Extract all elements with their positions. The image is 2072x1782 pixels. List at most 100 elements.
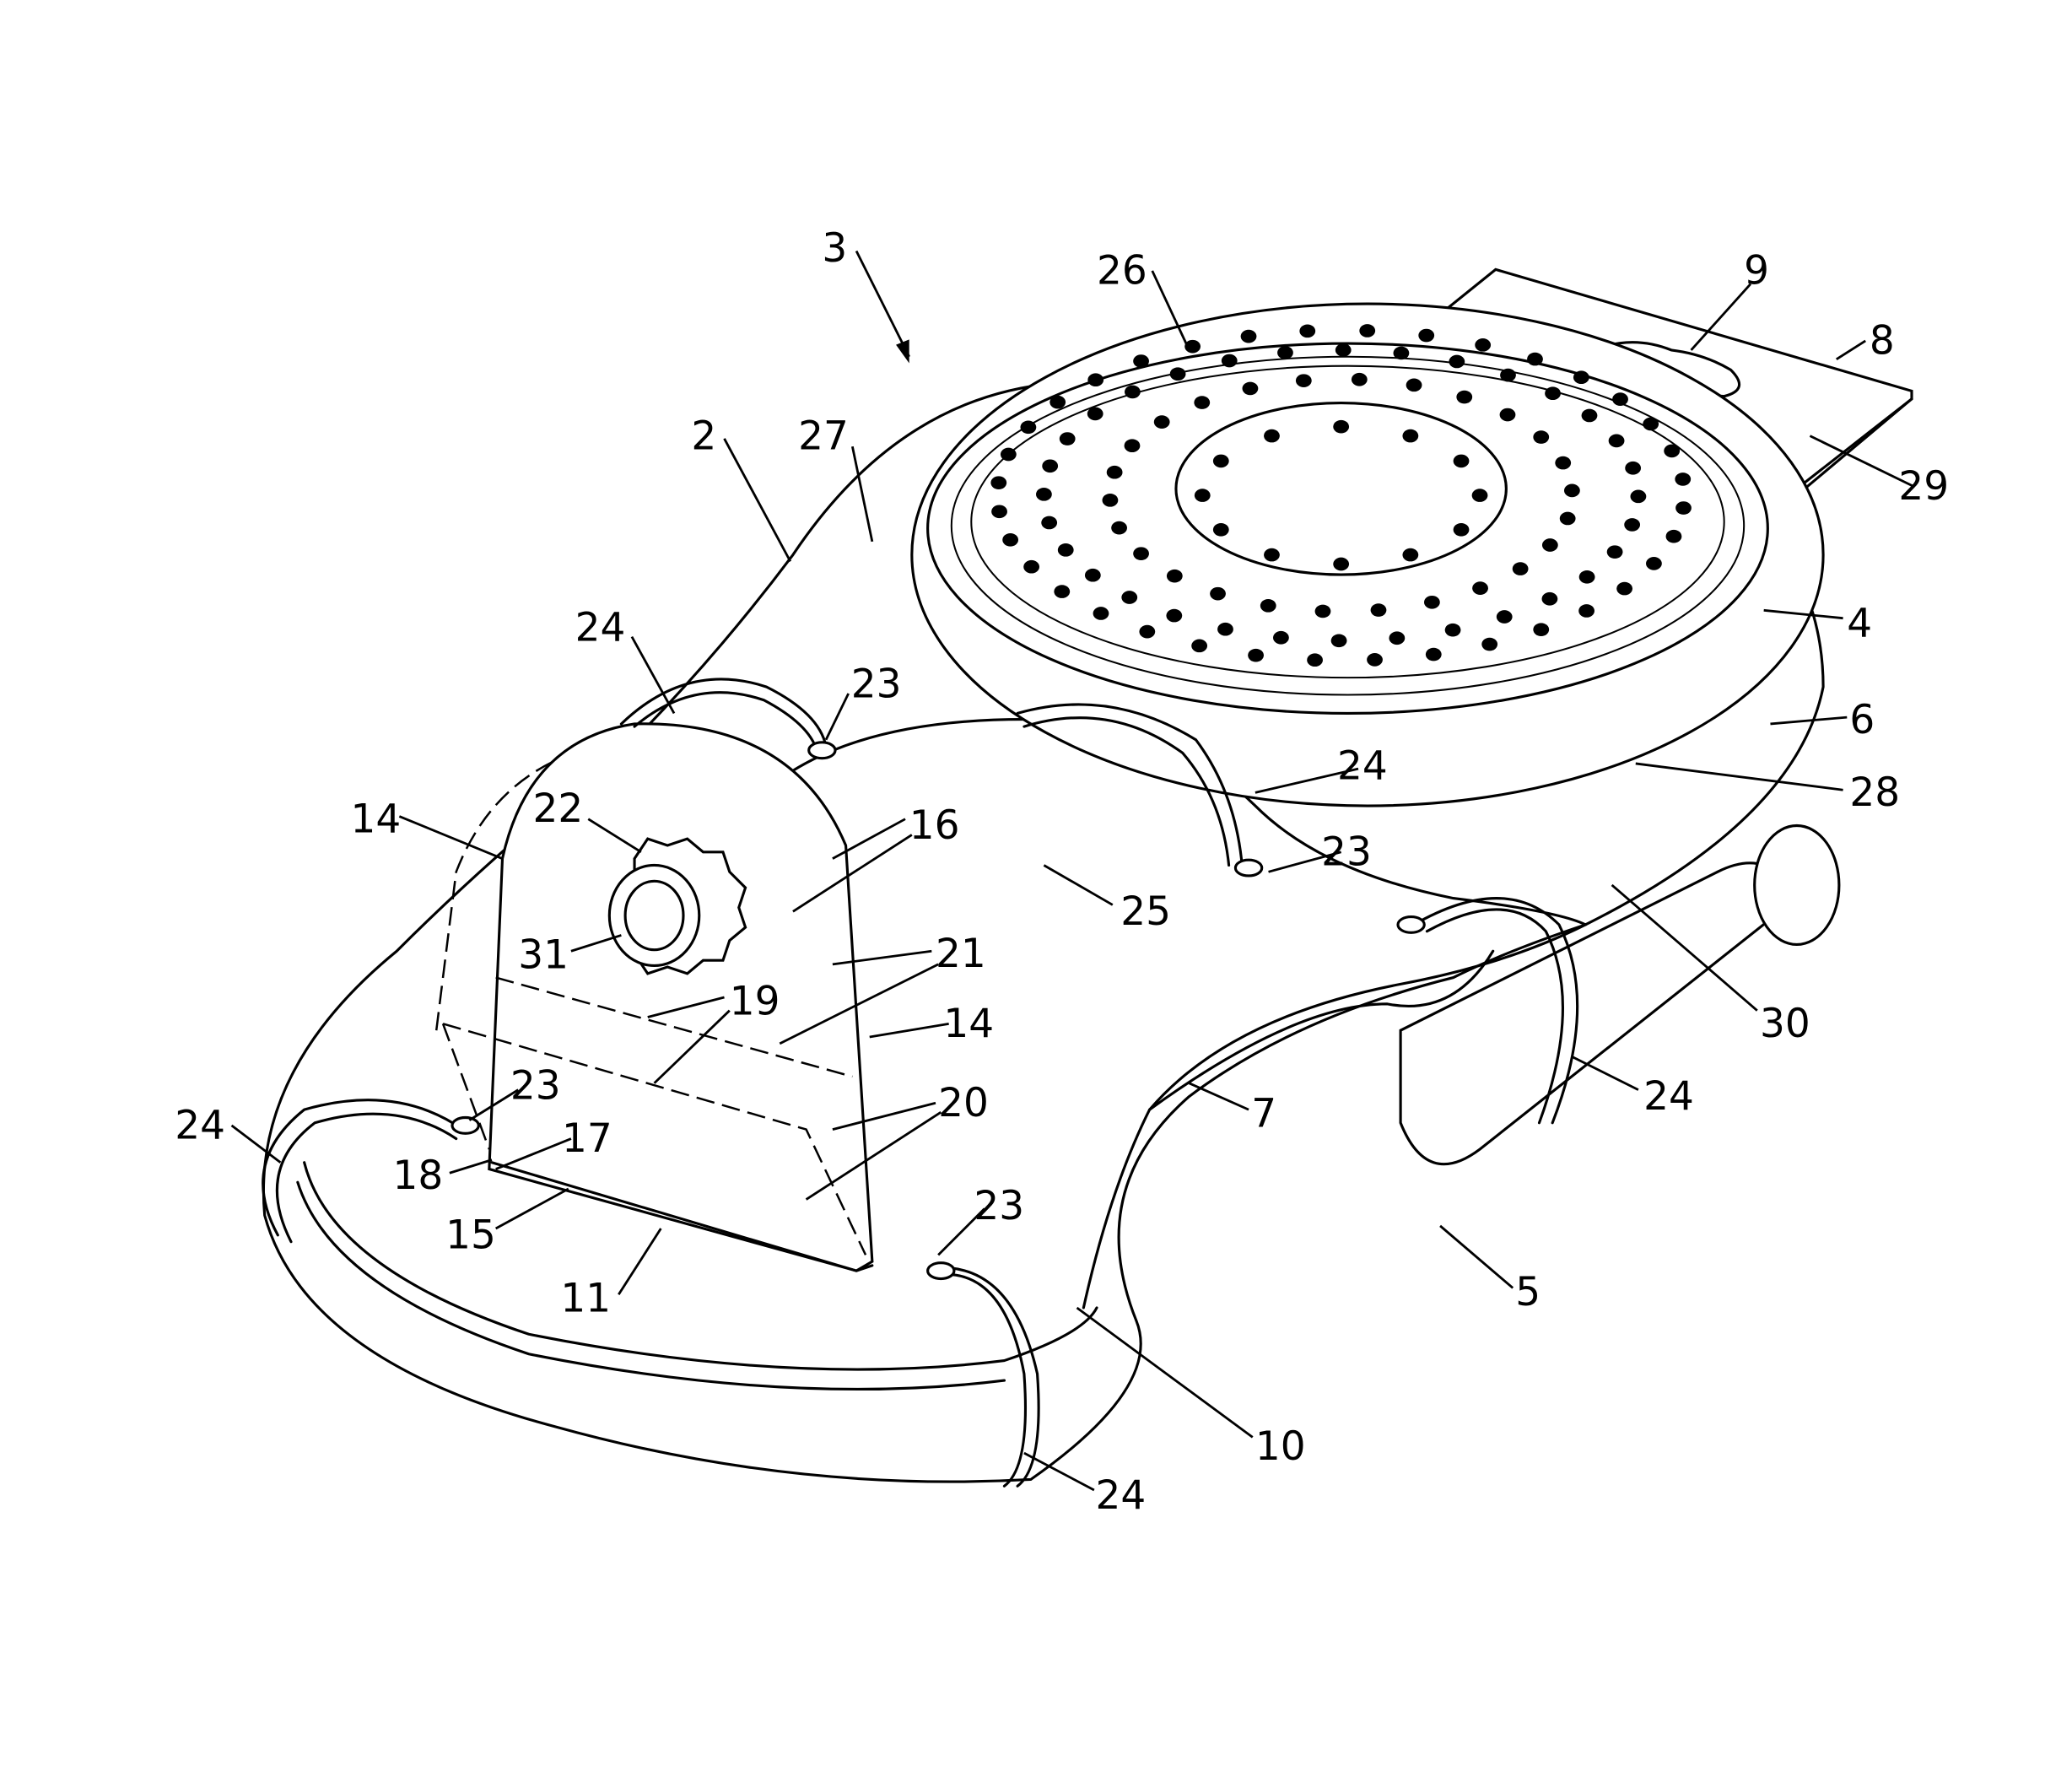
nozzle-hole xyxy=(1581,408,1598,423)
nozzle-hole xyxy=(1299,324,1316,338)
nozzle-hole xyxy=(1240,329,1257,343)
nozzle-hole xyxy=(1418,328,1435,343)
nozzle-hole xyxy=(1393,346,1410,360)
nozzle-hole xyxy=(1499,408,1516,422)
nozzle-hole xyxy=(1049,395,1066,409)
label-16: 16 xyxy=(909,802,960,849)
label-22: 22 xyxy=(533,786,584,832)
nozzle-hole xyxy=(1333,557,1350,571)
nozzle-hole xyxy=(1643,417,1659,431)
label-10: 10 xyxy=(1255,1423,1306,1470)
nozzle-hole xyxy=(1121,591,1138,604)
label-2: 2 xyxy=(691,413,716,459)
label-6: 6 xyxy=(1849,697,1875,743)
nozzle-hole xyxy=(1212,522,1229,537)
label-24: 24 xyxy=(575,604,626,651)
nozzle-hole xyxy=(1453,522,1470,537)
label-24: 24 xyxy=(175,1103,225,1149)
nozzle-hole xyxy=(1042,459,1059,473)
nozzle-hole xyxy=(1194,489,1211,502)
nozzle-hole xyxy=(1675,501,1692,515)
nozzle-hole xyxy=(1217,622,1233,636)
nozzle-hole xyxy=(1481,637,1498,651)
label-3: 3 xyxy=(822,225,847,272)
nozzle-hole xyxy=(1194,396,1211,409)
nozzle-hole xyxy=(1133,547,1149,560)
nozzle-hole xyxy=(1471,489,1488,502)
nozzle-hole xyxy=(1359,324,1376,338)
label-28: 28 xyxy=(1849,770,1900,816)
nozzle-hole xyxy=(1166,569,1183,583)
label-31: 31 xyxy=(518,932,569,979)
label-21: 21 xyxy=(936,931,986,977)
nozzle-hole xyxy=(1351,372,1368,386)
nozzle-hole xyxy=(1124,439,1141,453)
nozzle-hole xyxy=(1307,653,1323,667)
label-14: 14 xyxy=(350,796,401,842)
nozzle-hole xyxy=(1456,390,1473,404)
nozzle-hole xyxy=(1084,568,1101,582)
nozzle-hole xyxy=(1002,532,1019,547)
nozzle-hole xyxy=(1512,562,1529,575)
label-20: 20 xyxy=(938,1080,989,1126)
label-5: 5 xyxy=(1515,1269,1541,1315)
nozzle-hole xyxy=(1133,354,1149,368)
leader-lines xyxy=(230,250,1914,1492)
nozzle-hole xyxy=(1273,630,1289,645)
nozzle-hole xyxy=(990,476,1007,489)
connector-fitting xyxy=(607,837,747,975)
nozzle-hole xyxy=(1389,631,1406,645)
nozzle-hole xyxy=(1475,338,1492,352)
nozzle-hole xyxy=(1472,581,1488,595)
nozzle-hole xyxy=(1444,623,1461,637)
nozzle-hole xyxy=(1424,595,1440,609)
elastic-bands xyxy=(262,678,1579,1488)
nozzle-hole xyxy=(1370,603,1387,617)
nozzle-hole xyxy=(1402,548,1419,562)
nozzle-hole xyxy=(1000,447,1017,462)
nozzle-hole xyxy=(1533,430,1550,444)
nozzle-hole xyxy=(1453,454,1470,468)
reference-labels: 3 26 9 8 2 27 29 4 24 23 6 24 28 14 22 1… xyxy=(175,225,1949,1519)
label-23: 23 xyxy=(851,662,902,708)
nozzle-hole xyxy=(1625,461,1642,475)
nozzle-hole xyxy=(1036,488,1052,501)
nozzle-hole xyxy=(1221,354,1238,368)
label-29: 29 xyxy=(1898,463,1949,510)
nozzle-hole xyxy=(1295,374,1312,387)
nozzle-hole xyxy=(1169,367,1186,381)
label-25: 25 xyxy=(1120,888,1171,935)
handle xyxy=(1399,824,1841,1166)
label-23: 23 xyxy=(1321,829,1372,875)
nozzle-hole xyxy=(1093,607,1109,620)
nozzle-hole xyxy=(1630,489,1647,504)
nozzle-hole xyxy=(1330,634,1347,648)
nozzle-hole xyxy=(1545,386,1561,401)
nozzle-hole xyxy=(1260,599,1276,613)
nozzle-hole xyxy=(1087,407,1103,421)
label-9: 9 xyxy=(1744,248,1769,294)
nozzle-hole xyxy=(1646,557,1662,570)
label-18: 18 xyxy=(393,1153,444,1199)
nozzle-hole xyxy=(1559,511,1576,526)
nozzle-hole xyxy=(1665,529,1682,543)
nozzle-hole xyxy=(1578,604,1594,618)
nozzle-hole xyxy=(1212,454,1229,468)
label-24: 24 xyxy=(1643,1073,1694,1120)
nozzle-hole xyxy=(1054,585,1071,598)
nozzle-hole xyxy=(1406,378,1422,392)
nozzle-hole xyxy=(1555,456,1572,470)
nozzle-hole xyxy=(1367,653,1383,667)
nozzle-hole xyxy=(1527,352,1543,366)
label-4: 4 xyxy=(1847,601,1872,647)
nozzle-hole xyxy=(1578,570,1595,584)
label-26: 26 xyxy=(1097,248,1147,294)
nozzle-hole xyxy=(1111,521,1127,535)
label-7: 7 xyxy=(1251,1090,1276,1137)
nozzle-hole xyxy=(1664,444,1681,458)
nozzle-hole xyxy=(1023,559,1040,574)
nozzle-hole xyxy=(1139,624,1156,639)
nozzle-hole xyxy=(1608,434,1625,448)
label-23: 23 xyxy=(510,1063,561,1110)
nozzle-hole xyxy=(1057,543,1074,557)
